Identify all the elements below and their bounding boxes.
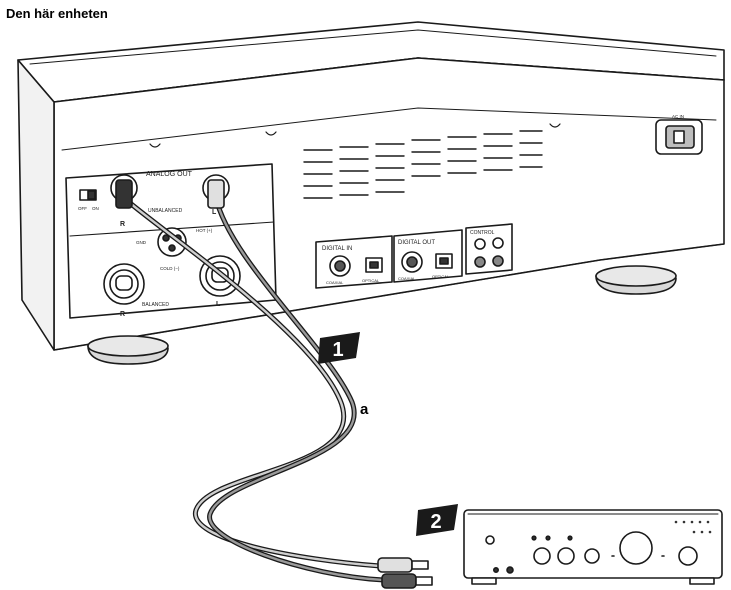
label-l-unbalanced: L: [212, 209, 217, 216]
label-coaxial-in: COAXIAL: [326, 280, 344, 285]
label-hot: HOT (+): [196, 228, 213, 233]
step-badge-1: 1: [318, 332, 360, 364]
label-ac-in: AC IN: [672, 114, 684, 119]
label-on: ON: [92, 206, 99, 211]
cable-plug-amp-r: [378, 558, 428, 572]
cable-plug-device-r: [116, 180, 132, 208]
label-optical-out: OPTICAL: [432, 274, 450, 279]
step-number-1: 1: [332, 339, 343, 361]
ground-switch: [80, 190, 96, 200]
label-digital-in: DIGITAL IN: [322, 246, 352, 252]
label-cold: COLD (−): [160, 266, 180, 271]
digital-out-panel: [394, 230, 462, 282]
step-badge-2: 2: [416, 504, 458, 536]
amplifier: [464, 510, 722, 584]
label-off: OFF: [78, 206, 87, 211]
cable-plug-device-l: [208, 180, 224, 208]
cable-plug-amp-l: [382, 574, 432, 588]
label-balanced: BALANCED: [142, 302, 169, 308]
label-r-unbalanced: R: [120, 221, 125, 228]
label-r-balanced: R: [120, 311, 125, 318]
label-digital-out: DIGITAL OUT: [398, 240, 435, 246]
xlr-connector-r: [104, 264, 144, 304]
label-control: CONTROL: [470, 230, 495, 236]
label-optical-in: OPTICAL: [362, 278, 380, 283]
ac-inlet: [656, 120, 702, 154]
label-analog-out: ANALOG OUT: [146, 171, 193, 178]
label-coaxial-out: COAXIAL: [398, 276, 416, 281]
step-number-2: 2: [430, 511, 441, 533]
label-gnd: GND: [136, 240, 147, 245]
label-l-balanced: L: [216, 301, 221, 308]
label-unbalanced: UNBALANCED: [148, 208, 183, 214]
cable-label: a: [360, 401, 369, 418]
